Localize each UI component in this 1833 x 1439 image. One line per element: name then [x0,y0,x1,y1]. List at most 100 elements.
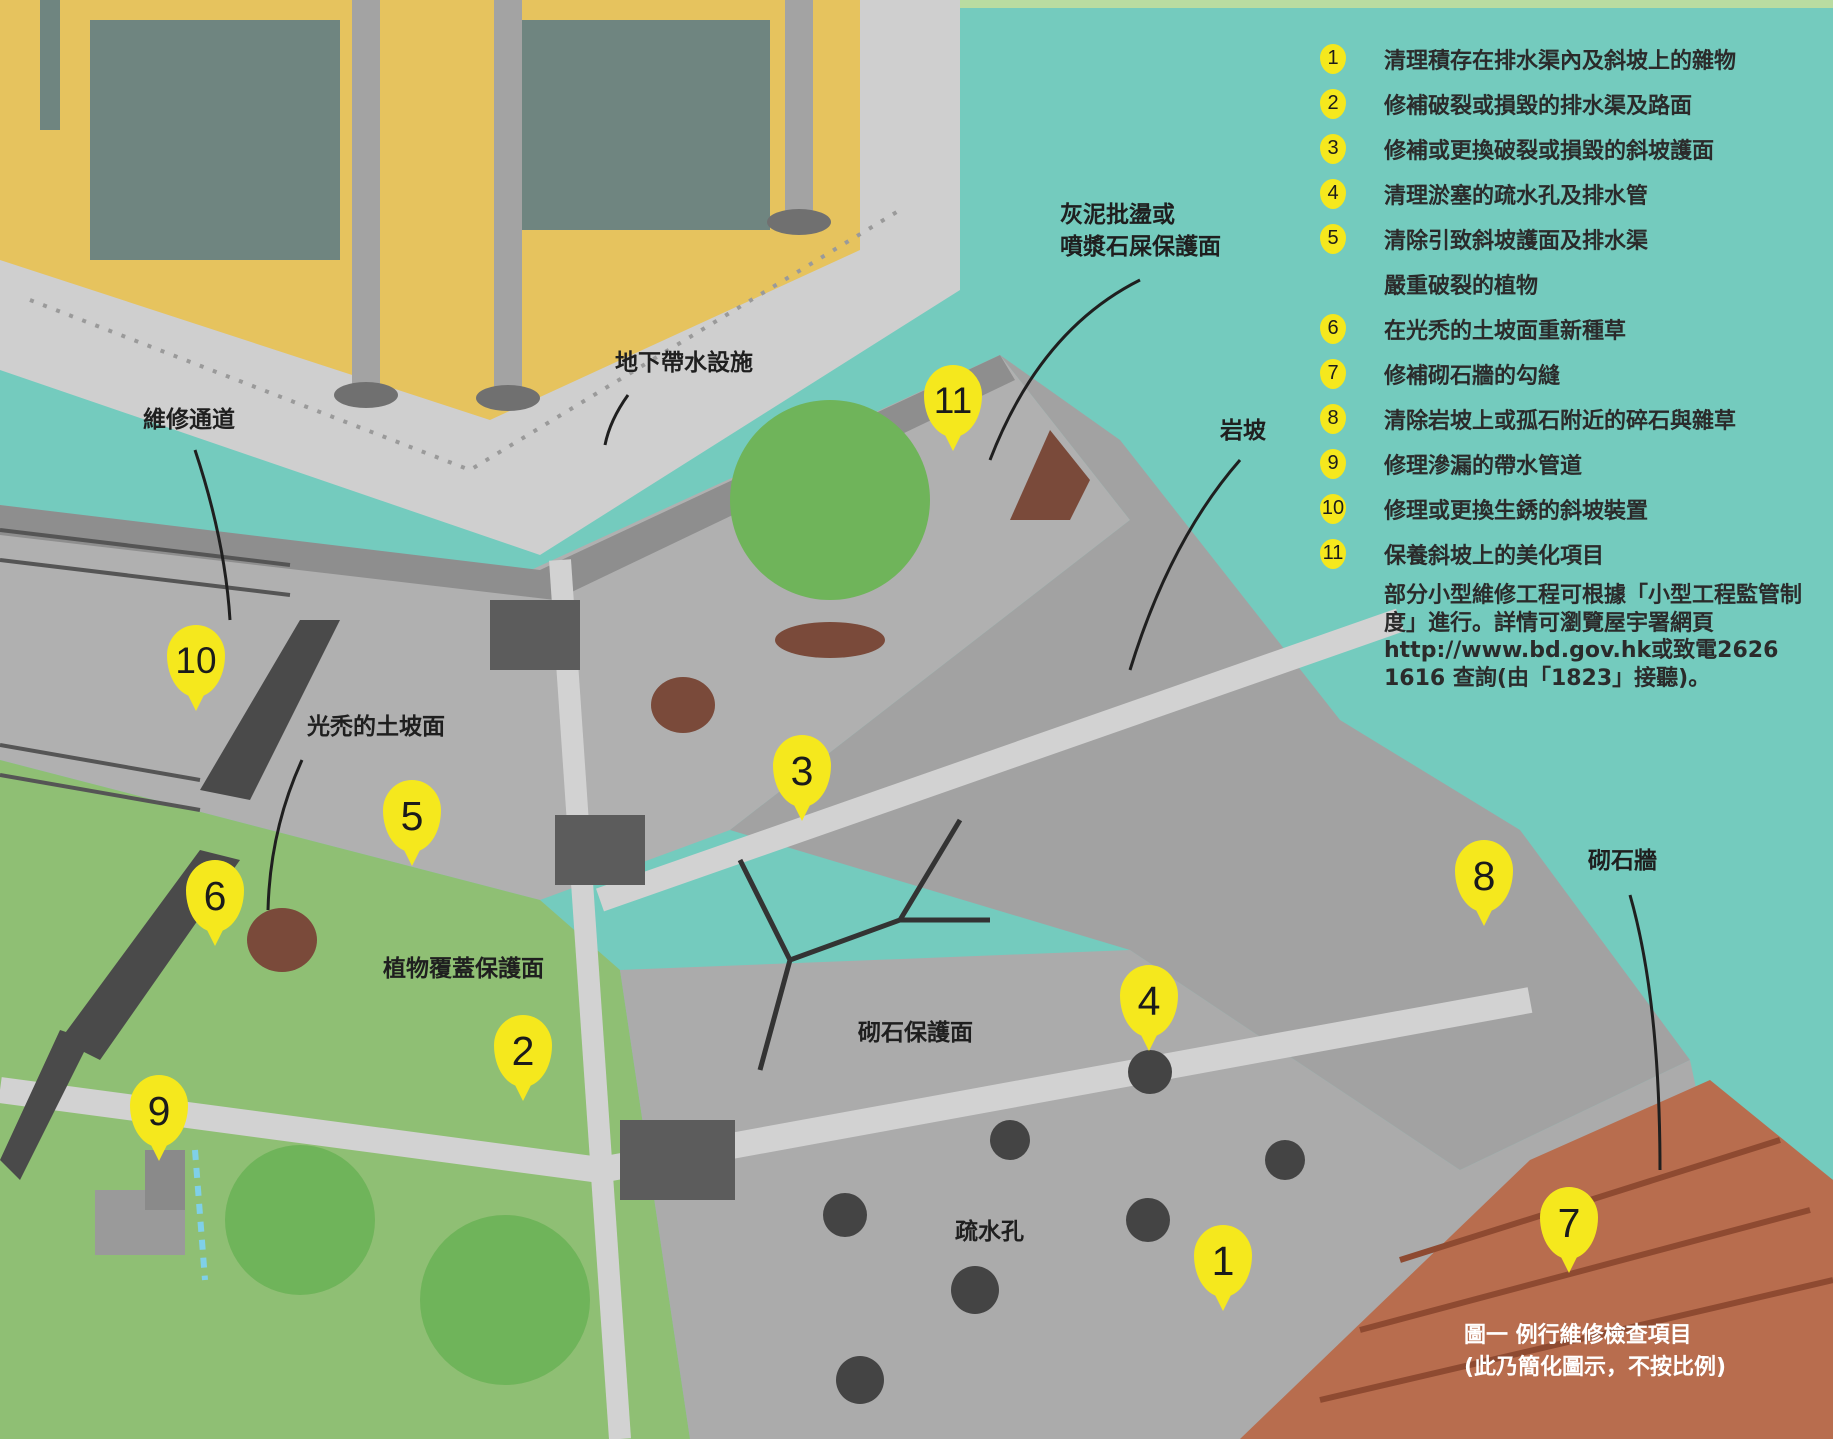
access-stairs [0,1030,90,1180]
column-base [767,209,831,235]
legend-text: 在光禿的土坡面重新種草 [1384,318,1627,344]
catchpit [555,815,645,885]
pointer-arrow [1128,459,1242,671]
pointer-arrow [988,278,1141,461]
building-column [352,0,380,390]
rock-slope [730,355,1690,1170]
water-leak [192,1149,208,1281]
caption-line-1: 圖一 例行維修檢查項目 [1464,1323,1692,1348]
building-column [785,0,813,220]
label-maintenance-access: 維修通道 [143,407,235,433]
legend-number: 6 [1320,313,1346,344]
weep-hole [1126,1198,1170,1242]
legend-text: 修理或更換生銹的斜坡裝置 [1384,498,1649,524]
tree [730,400,930,600]
pointer-arrow [603,394,630,446]
legend-text: 清理淤塞的疏水孔及排水管 [1384,183,1649,209]
legend-item-9: 9 修理滲漏的帶水管道 [1320,441,1820,486]
building-window [520,20,770,230]
vertical-drain [549,559,631,1439]
pin-7: 7 [1540,1187,1598,1273]
legend-number: 11 [1320,538,1346,569]
upper-drain [0,355,1015,600]
legend-number: 5 [1320,223,1346,254]
weep-hole [823,1193,867,1237]
label-bare-soil: 光禿的土坡面 [307,714,445,740]
legend-number: 1 [1320,43,1346,74]
legend-text: 清除岩坡上或孤石附近的碎石與雜草 [1384,408,1737,434]
legend-text: 嚴重破裂的植物 [1384,273,1539,299]
pin-9: 9 [130,1075,188,1161]
weep-hole [1265,1140,1305,1180]
legend-number: 4 [1320,178,1346,209]
legend-text: 修理滲漏的帶水管道 [1384,453,1583,479]
legend-item-2: 2 修補破裂或損毀的排水渠及路面 [1320,81,1820,126]
legend-number: 2 [1320,88,1346,119]
legend-item-5-continued: 嚴重破裂的植物 [1320,261,1820,306]
boulder [247,908,317,972]
pin-6: 6 [186,860,244,946]
pointer-arrow [193,449,232,621]
label-vegetation-cover: 植物覆蓋保護面 [383,956,544,982]
weep-hole [951,1266,999,1314]
catchpit [490,600,580,670]
legend-item-10: 10 修理或更換生銹的斜坡裝置 [1320,486,1820,531]
column-base [476,385,540,411]
tree [225,1145,375,1295]
label-masonry-wall: 砌石牆 [1588,848,1657,874]
label-weep-holes: 疏水孔 [955,1219,1024,1245]
railing [0,743,201,812]
mid-drain [596,608,1404,912]
legend-item-3: 3 修補或更換破裂或損毀的斜坡護面 [1320,126,1820,171]
legend-item-11: 11 保養斜坡上的美化項目 [1320,531,1820,576]
legend-text: 修補砌石牆的勾縫 [1384,363,1561,389]
pin-10: 10 [167,625,225,711]
pin-5: 5 [383,780,441,866]
pin-2: 2 [494,1015,552,1101]
legend-text: 清理積存在排水渠內及斜坡上的雜物 [1384,48,1737,74]
legend: 1 清理積存在排水渠內及斜坡上的雜物 2 修補破裂或損毀的排水渠及路面 3 修補… [1320,36,1820,692]
weep-hole [990,1120,1030,1160]
legend-item-7: 7 修補砌石牆的勾縫 [1320,351,1820,396]
underground-pipe-dots [29,208,902,473]
label-shotcrete-line1: 灰泥批盪或 [1060,202,1175,228]
legend-number: 8 [1320,403,1346,434]
tree-planter [775,622,885,658]
legend-item-8: 8 清除岩坡上或孤石附近的碎石與雜草 [1320,396,1820,441]
legend-number: 3 [1320,133,1346,164]
label-masonry-cover: 砌石保護面 [858,1020,973,1046]
label-underground-water: 地下帶水設施 [615,350,753,376]
pointer-arrow [266,759,304,911]
pin-11: 11 [924,365,982,451]
catchpit [620,1120,735,1200]
pin-3: 3 [773,735,831,821]
legend-number: 7 [1320,358,1346,389]
building-window [90,20,340,260]
legend-number: 10 [1320,493,1346,524]
legend-number: 9 [1320,448,1346,479]
legend-text: 修補或更換破裂或損毀的斜坡護面 [1384,138,1715,164]
pin-8: 8 [1455,840,1513,926]
legend-item-4: 4 清理淤塞的疏水孔及排水管 [1320,171,1820,216]
caption-line-2: (此乃簡化圖示，不按比例) [1464,1354,1727,1380]
legend-text: 修補破裂或損毀的排水渠及路面 [1384,93,1693,119]
tree [420,1215,590,1385]
legend-text: 清除引致斜坡護面及排水渠 [1384,228,1649,254]
building-column [494,0,522,395]
weep-hole [836,1356,884,1404]
figure-caption: 圖一 例行維修檢查項目 (此乃簡化圖示，不按比例) [1464,1320,1726,1384]
pointer-arrow [1628,894,1662,1171]
pin-4: 4 [1120,965,1178,1051]
boulder [1010,430,1090,520]
legend-item-5: 5 清除引致斜坡護面及排水渠 [1320,216,1820,261]
legend-item-6: 6 在光禿的土坡面重新種草 [1320,306,1820,351]
crack [737,818,990,1071]
label-shotcrete-line2: 噴漿石屎保護面 [1060,234,1221,260]
access-stairs [200,620,340,800]
building-window [40,0,60,130]
legend-item-1: 1 清理積存在排水渠內及斜坡上的雜物 [1320,36,1820,81]
legend-note: 部分小型維修工程可根據「小型工程監管制度」進行。詳情可瀏覽屋宇署網頁http:/… [1384,583,1803,691]
pin-1: 1 [1194,1225,1252,1311]
legend-text: 保養斜坡上的美化項目 [1384,543,1605,569]
